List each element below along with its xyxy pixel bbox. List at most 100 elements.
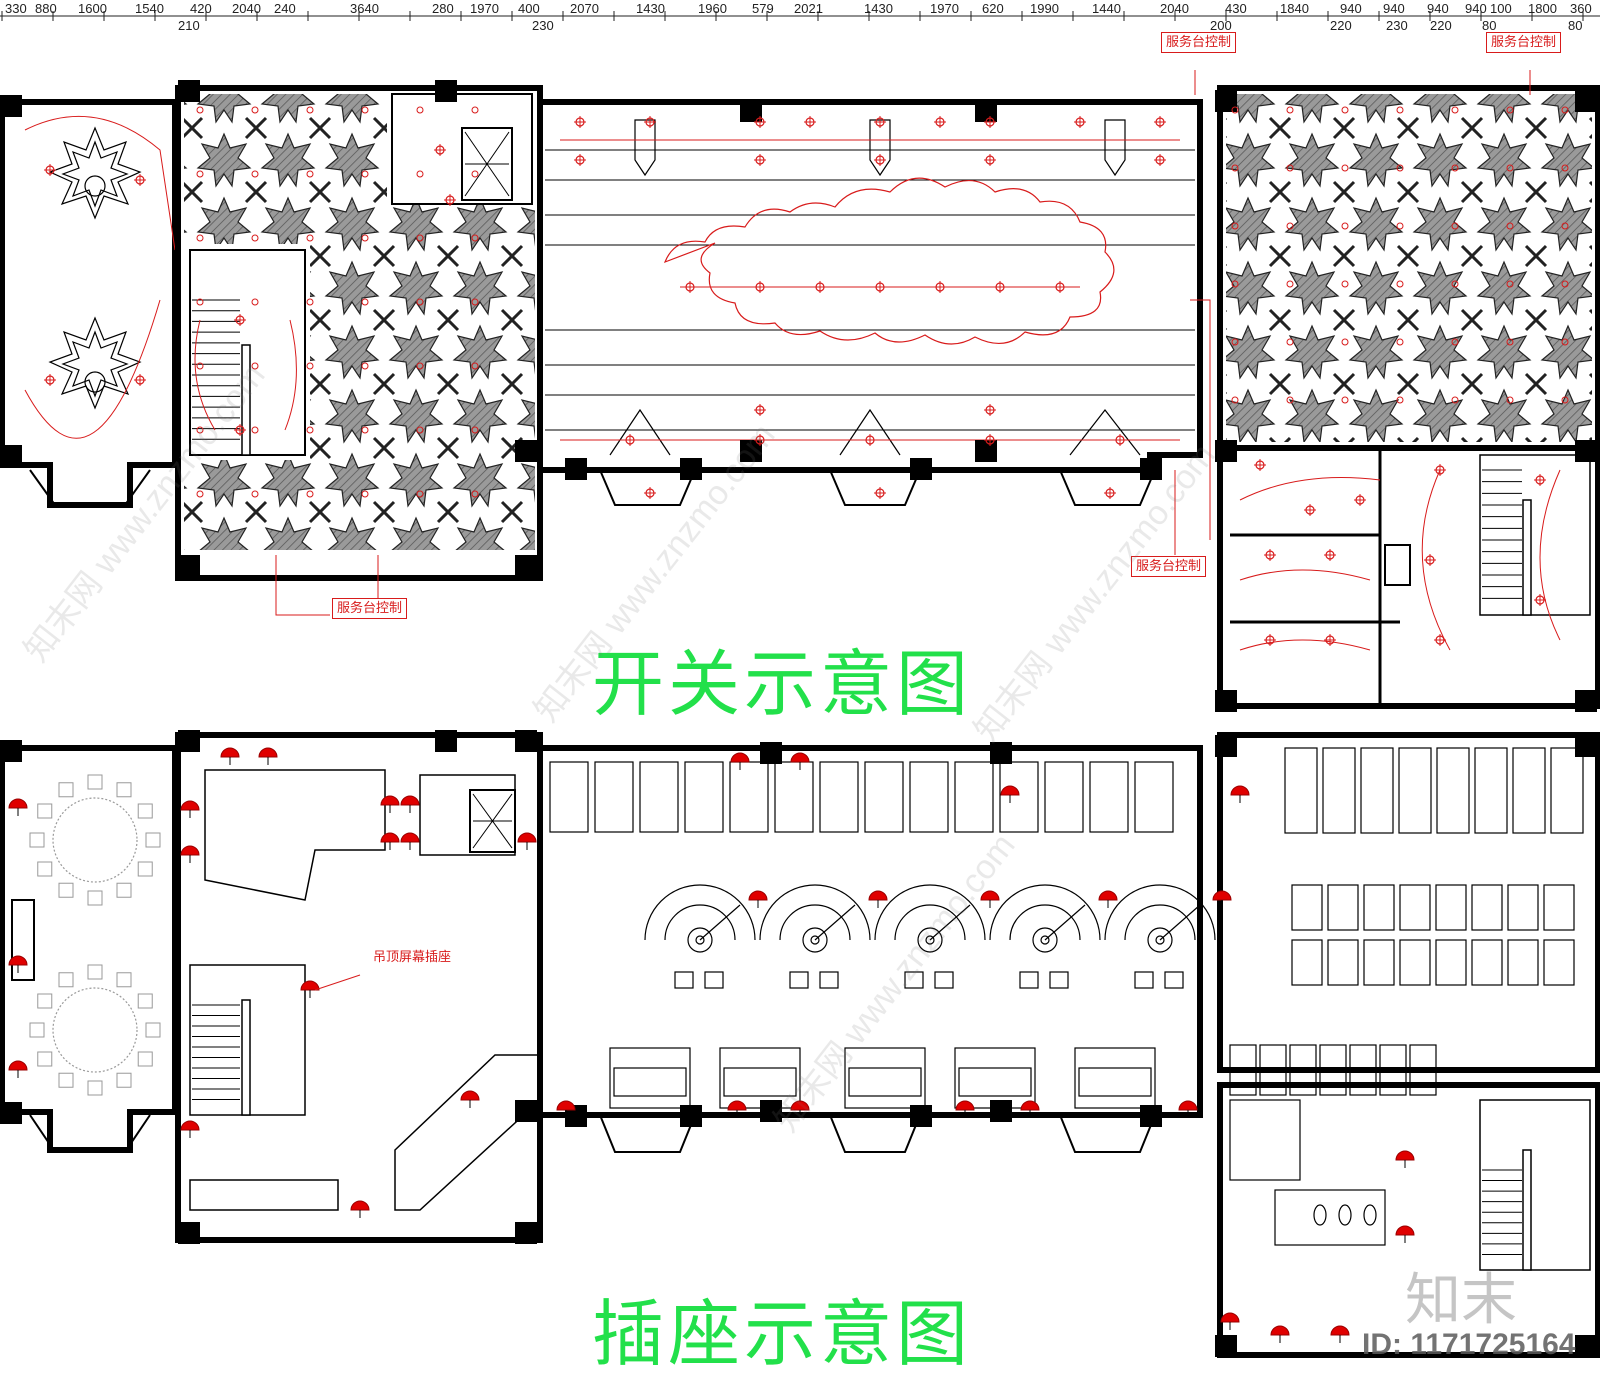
dimension-label: 2040 [1160,1,1189,16]
socket-icon [258,747,278,765]
light-icon [196,234,204,242]
booth-seat [1291,884,1323,931]
socket-icon [790,752,810,770]
booth-seat [1436,747,1470,834]
wall-pillar [990,1100,1012,1122]
booth-seat [1327,884,1359,931]
wall-pillar [760,1100,782,1122]
light-icon [754,281,766,293]
socket-diagram-title: 插座示意图 [592,1292,973,1376]
light-icon [471,170,479,178]
wall-pillar [760,742,782,764]
dimension-label: 330 [5,1,27,16]
booth-seat [1399,884,1431,931]
wall-pillar [515,440,537,462]
light-icon [471,362,479,370]
light-icon [1304,504,1316,516]
light-icon [251,490,259,498]
wall-pillar [0,740,22,762]
light-icon [1561,222,1569,230]
chair-icon [37,1051,53,1067]
dimension-label: 1430 [636,1,665,16]
light-icon [1074,116,1086,128]
booth-seat [1435,884,1467,931]
light-icon [984,154,996,166]
dimension-ticks [1,11,1584,21]
light-icon [416,426,424,434]
dimension-label: 280 [432,1,454,16]
dimension-label: 1970 [470,1,499,16]
light-icon [1231,106,1239,114]
chair-icon [137,803,153,819]
dimension-label: 1600 [78,1,107,16]
booth-seat [639,761,679,833]
light-icon [1561,106,1569,114]
wall-pillar [1215,90,1237,112]
light-icon [874,116,886,128]
round-table-icon [759,884,871,989]
socket-icon [955,1100,975,1118]
light-icon [1396,280,1404,288]
light-icon-group [44,106,1569,646]
light-icon [1054,281,1066,293]
booth-seat [609,1047,691,1109]
light-icon [361,170,369,178]
light-icon [1424,554,1436,566]
light-icon [416,362,424,370]
booth-seat [1322,747,1356,834]
light-icon [1534,474,1546,486]
booth-seat [1349,1044,1377,1096]
booth-seat [1327,939,1359,986]
light-icon [1451,280,1459,288]
booth-seat [819,761,859,833]
light-icon [1561,280,1569,288]
booth-seat [1512,747,1546,834]
socket-icon [1000,785,1020,803]
light-icon [644,487,656,499]
wall-pillar [1140,458,1162,480]
booth-seat [1134,761,1174,833]
socket-icon [1270,1325,1290,1343]
light-icon [1396,396,1404,404]
light-icon [1286,396,1294,404]
light-icon [471,490,479,498]
dimension-label: 210 [178,18,200,33]
light-icon [251,106,259,114]
dimension-label: 940 [1427,1,1449,16]
socket-icon [350,1200,370,1218]
socket-icon [727,1100,747,1118]
service-desk-control-label: 服务台控制 [1486,32,1562,53]
wall-pillar [515,1100,537,1122]
image-id: ID: 1171725164 [1362,1328,1576,1361]
chair-icon [145,1022,161,1038]
light-icon [134,374,146,386]
light-icon [1154,116,1166,128]
booth-seat [1409,1044,1437,1096]
light-icon [251,234,259,242]
elevator-icon [461,127,513,201]
light-icon [1506,396,1514,404]
round-table-icon [874,884,986,989]
light-icon [984,116,996,128]
light-icon [984,404,996,416]
light-icon [1231,164,1239,172]
light-icon [1104,487,1116,499]
light-icon [361,298,369,306]
socket-icon [790,1100,810,1118]
wall-pillar [515,1222,537,1244]
light-icon [234,424,246,436]
light-icon [1506,280,1514,288]
socket-icon [1330,1325,1350,1343]
wall-pillar [0,1102,22,1124]
chair-icon [137,861,153,877]
light-icon [1286,164,1294,172]
light-icon [306,170,314,178]
light-icon [196,298,204,306]
booth-table [613,1067,687,1097]
wall-pillar [1575,440,1597,462]
light-icon [306,298,314,306]
socket-icon [517,832,537,850]
stair-icon [189,964,306,1116]
socket-icon [1178,1100,1198,1118]
dimension-label: 620 [982,1,1004,16]
